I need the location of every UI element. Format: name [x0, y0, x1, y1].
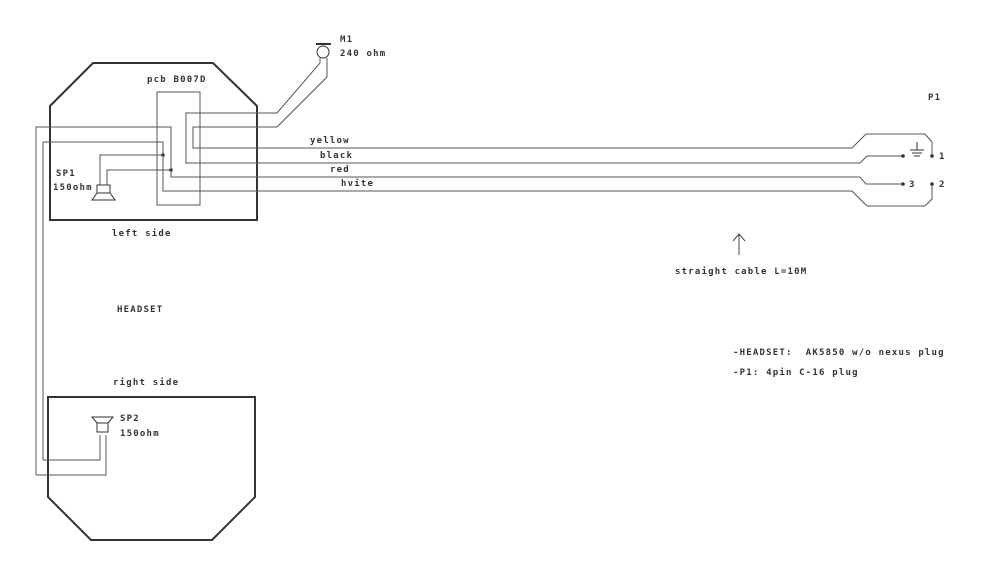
note-plug: -P1: 4pin C-16 plug [733, 367, 859, 378]
wire-red [36, 435, 107, 476]
wire-label-white: hvite [341, 178, 374, 189]
arrow-up-icon [732, 233, 746, 255]
sp2-wire-a [43, 435, 101, 461]
mic-ref: M1 [340, 35, 353, 45]
sp1-wire-a [99, 154, 163, 185]
right-earcup [47, 396, 256, 541]
speaker-icon-sp2 [90, 416, 115, 433]
wire-red-path [35, 126, 903, 475]
microphone-icon [316, 43, 331, 59]
pin-2-label: 2 [939, 180, 946, 190]
sp1-wire-b [106, 169, 171, 185]
right-side-label: right side [113, 377, 179, 388]
plug-pin-dot [930, 182, 934, 186]
plug-pin-dot [901, 154, 905, 158]
wire-label-red: red [330, 165, 350, 175]
wire-white-path [42, 141, 933, 460]
left-earcup [49, 62, 258, 221]
ground-icon [910, 142, 924, 157]
pin-3-label: 3 [909, 180, 916, 190]
plug-pin-dot [901, 182, 905, 186]
sp1-value: 150ohm [53, 183, 93, 193]
cable-label: straight cable L=10M [675, 266, 807, 277]
plug-ref: P1 [928, 93, 941, 103]
headset-label: HEADSET [117, 305, 163, 315]
sp1-ref: SP1 [56, 169, 76, 179]
sp2-ref: SP2 [120, 414, 140, 424]
speaker-icon-sp1 [91, 184, 116, 201]
mic-wire-black [185, 58, 903, 164]
mic-wire-yellow [192, 58, 933, 155]
plug-pin-dot [930, 154, 934, 158]
note-headset: -HEADSET: AK5850 w/o nexus plug [733, 348, 945, 358]
mic-value: 240 ohm [340, 49, 386, 59]
sp2-value: 150ohm [120, 429, 160, 439]
pcb-label: pcb B007D [147, 75, 207, 85]
wire-label-black: black [320, 151, 353, 161]
left-side-label: left side [112, 228, 172, 239]
wire-label-yellow: yellow [310, 136, 350, 146]
pin-1-label: 1 [939, 152, 946, 162]
